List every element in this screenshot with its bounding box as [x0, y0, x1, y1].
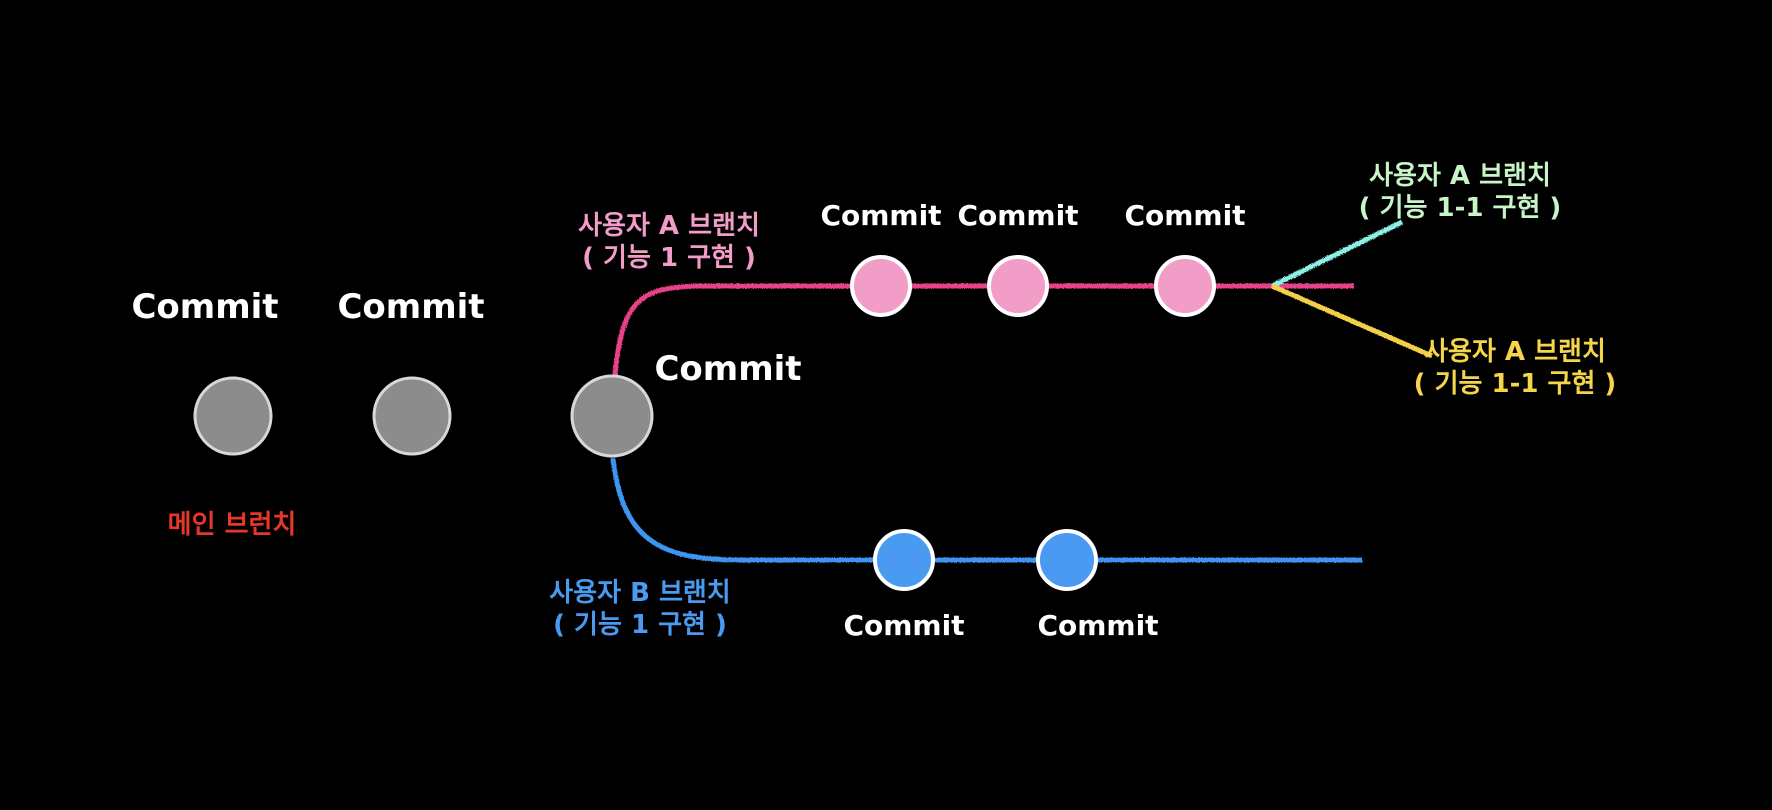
branch-a-commit-node: [850, 255, 912, 317]
sub-branch-1-label: 사용자 A 브랜치: [1369, 161, 1551, 191]
branch-a-commit-label: Commit: [957, 199, 1078, 232]
main-commit-label: Commit: [337, 287, 484, 327]
sub-branch-2-label: ( 기능 1-1 구현 ): [1414, 369, 1617, 399]
sub-branch-1-line: [1270, 219, 1404, 289]
branch-a-label: ( 기능 1 구현 ): [582, 243, 756, 273]
main-commit-node: [372, 376, 452, 456]
branch-a-line: [612, 283, 1354, 376]
sub-branch-2-label: 사용자 A 브랜치: [1424, 337, 1606, 367]
main-branch-label: 메인 브런치: [168, 510, 297, 540]
branch-a-commit-node: [1154, 255, 1216, 317]
branch-b-label: 사용자 B 브랜치: [549, 578, 730, 608]
branch-a-commit-node: [987, 255, 1049, 317]
main-commit-node: [570, 374, 654, 458]
branch-a-commit-label: Commit: [820, 199, 941, 232]
branch-b-commit-label: Commit: [1037, 609, 1158, 642]
branch-b-commit-label: Commit: [843, 609, 964, 642]
sub-branch-1-label: ( 기능 1-1 구현 ): [1359, 193, 1562, 223]
sub-branch-2-line: [1270, 283, 1434, 359]
main-commit-node: [193, 376, 273, 456]
branch-b-label: ( 기능 1 구현 ): [553, 610, 727, 640]
main-commit-label: Commit: [131, 287, 278, 327]
branch-b-commit-node: [873, 529, 935, 591]
branch-b-line: [610, 457, 1362, 563]
main-commit-label: Commit: [654, 349, 801, 389]
branch-a-label: 사용자 A 브랜치: [578, 211, 760, 241]
branch-b-commit-node: [1036, 529, 1098, 591]
branch-a-commit-label: Commit: [1124, 199, 1245, 232]
